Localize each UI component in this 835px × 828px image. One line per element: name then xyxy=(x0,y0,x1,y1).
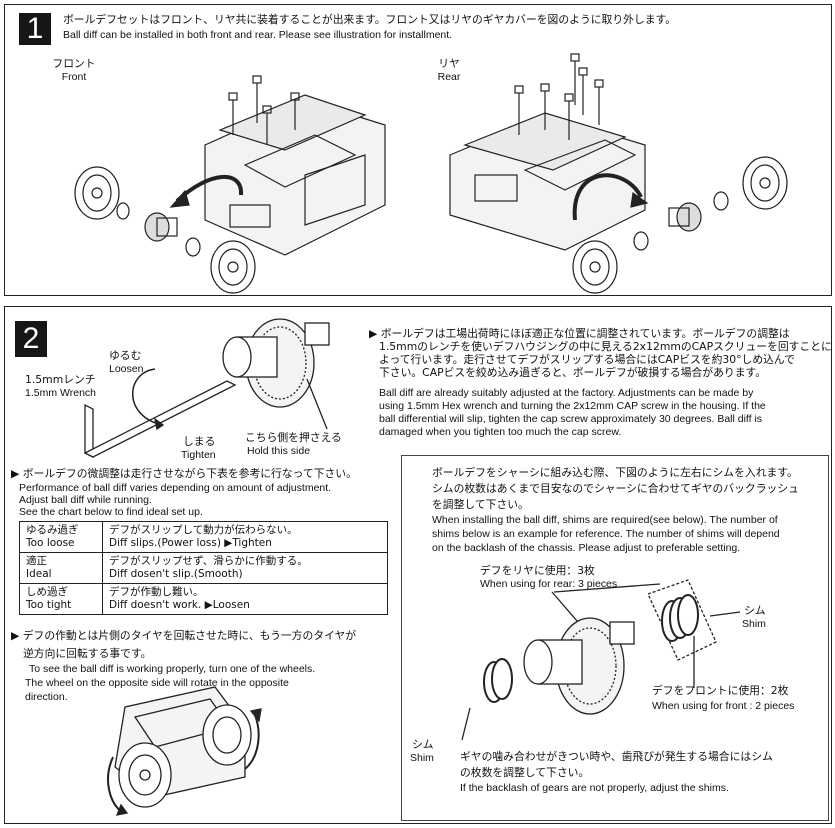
step1-badge: 1 xyxy=(19,13,51,45)
fine-adjust-jp: ▶ ボールデフの微調整は走行させながら下表を参考に行なって下さい。 xyxy=(11,467,357,480)
step1-illustration xyxy=(74,53,788,294)
front-label-en: Front xyxy=(61,71,87,83)
adjust-en-line: using 1.5mm Hex wrench and turning the 2… xyxy=(379,400,766,412)
shim-box-en: shims below is an example for reference.… xyxy=(432,528,780,540)
rear-screws xyxy=(514,53,604,140)
step1-panel: 1 ボールデフセットはフロント、リヤ共に装着することが出来ます。フロント又はリヤ… xyxy=(4,4,832,296)
wrench-label-en: 1.5mm Wrench xyxy=(25,387,96,399)
state-jp: ゆるみ過ぎ xyxy=(26,524,79,536)
hold-label-en: Hold this side xyxy=(247,445,311,457)
rear-wheel-right xyxy=(742,156,788,210)
step2-badge: 2 xyxy=(15,321,47,357)
shim-box-en: on the backlash of the chassis. Please a… xyxy=(432,542,741,554)
check-jp: 逆方向に回転する事です。 xyxy=(23,647,152,660)
tighten-label-en: Tighten xyxy=(181,449,216,461)
step1-desc-jp: ボールデフセットはフロント、リヤ共に装着することが出来ます。フロント又はリヤのギ… xyxy=(63,13,677,26)
fine-adjust-en: Adjust ball diff while running. xyxy=(19,494,152,506)
backlash-jp: の枚数を調整して下さい。 xyxy=(460,766,590,779)
front-shim-count-en: When using for front : 2 pieces xyxy=(652,700,795,712)
rear-label-jp: リヤ xyxy=(438,57,460,70)
front-wheel-right xyxy=(210,240,256,294)
table-cell-effect: デフがスリップせず、滑らかに作動する。Diff dosen't slip.(Sm… xyxy=(102,552,388,584)
adjust-en-line: damaged when you tighten too much the ca… xyxy=(379,426,622,438)
state-en: Too tight xyxy=(26,599,72,611)
shim-illustration xyxy=(461,579,741,741)
adjust-jp-line: ▶ ボールデフは工場出荷時にほぼ適正な位置に調整されています。ボールデフの調整は xyxy=(369,327,790,340)
front-diff-gear xyxy=(116,202,201,257)
effect-en: Diff dosen't slip.(Smooth) xyxy=(109,568,243,580)
rear-wheel-left xyxy=(572,240,618,294)
shim-box-jp: を調整して下さい。 xyxy=(432,498,529,511)
shim2-label-en: Shim xyxy=(410,752,434,764)
shim-info-box: ボールデフをシャーシに組み込む際、下図のように左右にシムを入れます。 シムの枚数… xyxy=(401,455,829,821)
shim-label-jp: シム xyxy=(744,604,766,617)
backlash-en: If the backlash of gears are not properl… xyxy=(460,782,729,794)
adjust-jp-line: 1.5mmのレンチを使いデフハウジングの中に見える2x12mmのCAPスクリュー… xyxy=(379,340,832,353)
state-jp: 適正 xyxy=(26,555,47,567)
loosen-label-jp: ゆるむ xyxy=(109,349,142,362)
shim-box-jp: ボールデフをシャーシに組み込む際、下図のように左右にシムを入れます。 xyxy=(432,466,798,479)
adjust-jp-line: よって行います。走行させてデフがスリップする場合にはCAPビスを約30°しめ込ん… xyxy=(379,353,795,366)
hold-label-jp: こちら側を押さえる xyxy=(245,431,342,444)
check-en: To see the ball diff is working properly… xyxy=(29,663,316,675)
hex-wrench-drawing xyxy=(83,380,237,459)
ball-diff-drawing-top xyxy=(222,318,330,408)
state-en: Ideal xyxy=(26,568,52,580)
wrench-label-jp: 1.5mmレンチ xyxy=(25,373,96,386)
backlash-jp: ギヤの噛み合わせがきつい時や、歯飛びが発生する場合にはシム xyxy=(460,750,773,763)
fine-adjust-en: See the chart below to find ideal set up… xyxy=(19,506,203,518)
shim-label-en: Shim xyxy=(742,618,766,630)
check-jp: ▶ デフの作動とは片側のタイヤを回転させた時に、もう一方のタイヤが xyxy=(11,629,357,642)
state-jp: しめ過ぎ xyxy=(26,586,68,598)
rear-label-en: Rear xyxy=(437,71,461,83)
effect-jp: デフが作動し難い。 xyxy=(109,586,204,598)
front-screws xyxy=(228,75,300,145)
shim2-label-jp: シム xyxy=(412,738,434,751)
front-wheel-left xyxy=(74,166,120,220)
rear-diff-gear xyxy=(633,191,729,251)
fine-adjust-en: Performance of ball diff varies dependin… xyxy=(19,482,332,494)
table-cell-effect: デフがスリップして動力が伝わらない。Diff slips.(Power loss… xyxy=(102,521,388,553)
effect-jp: デフがスリップして動力が伝わらない。 xyxy=(109,524,298,536)
front-label-jp: フロント xyxy=(52,57,96,70)
shim-box-en: When installing the ball diff, shims are… xyxy=(432,514,778,526)
loosen-label-en: Loosen xyxy=(109,363,144,375)
rear-shim-count-jp: デフをリヤに使用：3枚 xyxy=(480,564,595,577)
tighten-label-jp: しまる xyxy=(183,435,216,448)
step2-illustration xyxy=(83,318,330,459)
rear-shim-count-en: When using for rear: 3 pieces xyxy=(480,578,618,590)
adjust-en-block: Ball diff are already suitably adjusted … xyxy=(379,387,766,439)
state-en: Too loose xyxy=(26,537,75,549)
table-cell-effect: デフが作動し難い。Diff doesn't work. ▶Loosen xyxy=(102,583,388,615)
step1-desc-en: Ball diff can be installed in both front… xyxy=(63,29,453,41)
shim-box-jp: シムの枚数はあくまで目安なのでシャーシに合わせてギヤのバックラッシュ xyxy=(432,482,799,495)
effect-en: Diff doesn't work. ▶Loosen xyxy=(109,599,250,611)
adjust-jp-block: ▶ ボールデフは工場出荷時にほぼ適正な位置に調整されています。ボールデフの調整は… xyxy=(369,327,832,379)
rear-chassis-drawing xyxy=(449,112,646,251)
effect-en: Diff slips.(Power loss) ▶Tighten xyxy=(109,537,272,549)
check-en: direction. xyxy=(25,691,68,703)
front-shim-count-jp: デフをフロントに使用：2枚 xyxy=(652,684,789,697)
check-en: The wheel on the opposite side will rota… xyxy=(25,677,289,689)
effect-jp: デフがスリップせず、滑らかに作動する。 xyxy=(109,555,308,567)
adjust-en-line: Ball diff are already suitably adjusted … xyxy=(379,387,754,399)
adjust-jp-line: 下さい。CAPビスを絞め込み過ぎると、ボールデフが破損する場合があります。 xyxy=(379,366,767,379)
adjust-en-line: ball differential will slip, tighten the… xyxy=(379,413,763,425)
step2-panel: 2 ゆるむ Loosen 1.5mmレンチ 1.5mm Wrench しまる T… xyxy=(4,306,832,824)
front-chassis-drawing xyxy=(204,94,386,256)
